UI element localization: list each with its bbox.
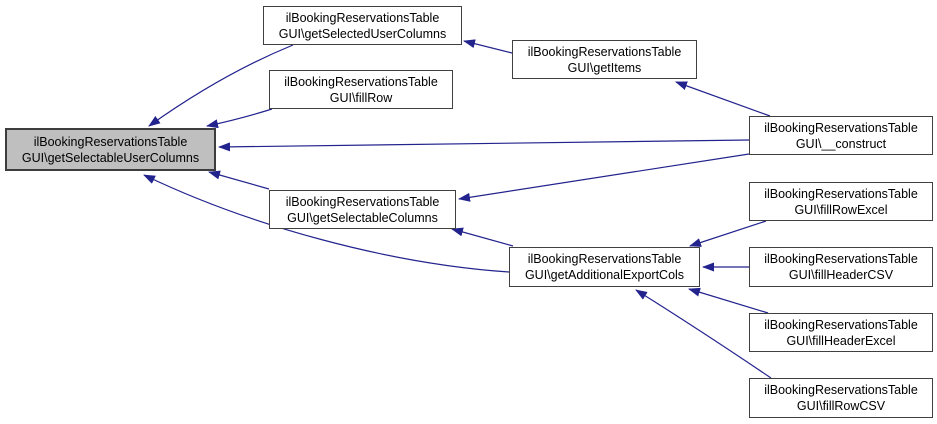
edge-getItems-to-getSelectedUserColumns [463, 39, 513, 54]
edge-getSelectedUserColumns-to-getSelectableUserColumns [148, 44, 294, 127]
node-label-line2: GUI\fillHeaderExcel [786, 333, 896, 348]
node-label-line1: ilBookingReservationsTable [284, 74, 438, 89]
node-label-line2: GUI\getItems [567, 60, 642, 75]
node-label-line2: GUI\getSelectableUserColumns [21, 150, 200, 165]
node-label-line1: ilBookingReservationsTable [764, 186, 918, 201]
node-label-line1: ilBookingReservationsTable [527, 44, 682, 59]
node-label-line1: ilBookingReservationsTable [285, 10, 440, 25]
node-label-line2: GUI\__construct [795, 136, 887, 151]
node-label-line1: ilBookingReservationsTable [764, 252, 918, 266]
node-label-line1: ilBookingReservationsTable [33, 134, 188, 149]
node-label-line2: GUI\fillRow [329, 90, 393, 105]
node-label-line2: GUI\fillHeaderCSV [788, 268, 894, 282]
node-label-line1: ilBookingReservationsTable [285, 194, 440, 209]
edge-getSelectableColumns-to-getSelectableUserColumns [208, 170, 270, 190]
node-label-line1: ilBookingReservationsTable [764, 120, 918, 135]
edge-fillRowCSV-to-getAdditionalExportCols [635, 289, 772, 379]
edge-construct-to-getSelectableUserColumns [218, 139, 750, 152]
node-label-line2: GUI\getSelectedUserColumns [278, 26, 447, 41]
node-label-line1: ilBookingReservationsTable [527, 252, 682, 266]
node-label-line2: GUI\fillRowCSV [796, 399, 886, 413]
node-label-line2: GUI\fillRowExcel [794, 202, 888, 217]
edge-fillRowExcel-to-getAdditionalExportCols [689, 220, 767, 247]
edge-fillRow-to-getSelectableUserColumns [206, 108, 273, 129]
edge-fillHeaderExcel-to-getAdditionalExportCols [688, 287, 769, 314]
node-label-line2: GUI\getSelectableColumns [287, 210, 438, 225]
edge-construct-to-getItems [675, 81, 771, 117]
node-label-line1: ilBookingReservationsTable [764, 383, 918, 397]
edge-getAdditionalExportCols-to-getSelectableColumns [451, 227, 514, 247]
edge-getAdditionalExportCols-to-getSelectableUserColumns [143, 174, 510, 273]
node-label-line2: GUI\getAdditionalExportCols [524, 268, 685, 282]
node-label-line1: ilBookingReservationsTable [764, 317, 918, 332]
edge-construct-to-getSelectableColumns [458, 153, 750, 202]
